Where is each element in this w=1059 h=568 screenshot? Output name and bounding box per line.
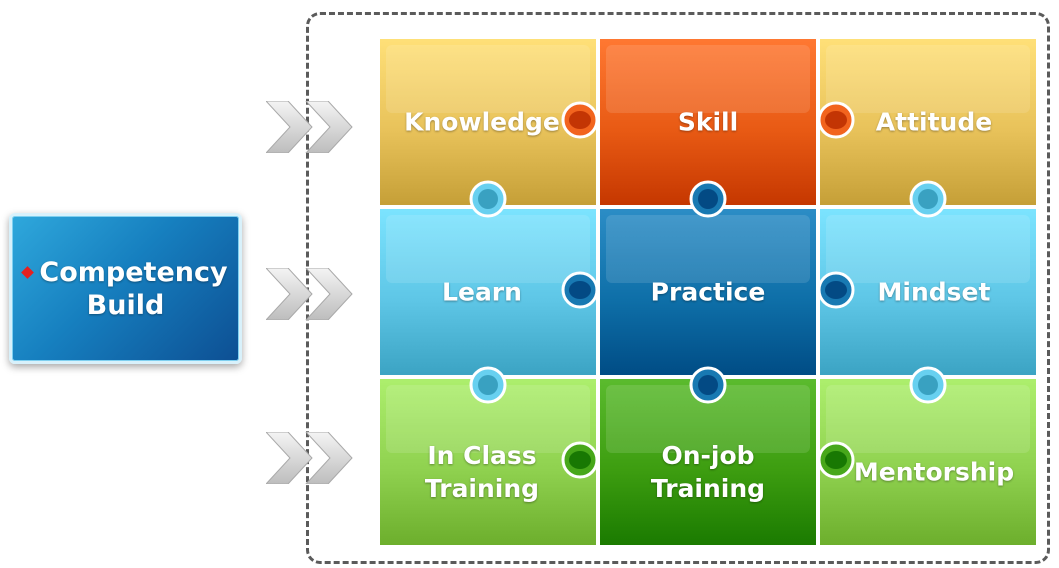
piece-label: Practice [651,276,766,309]
piece-label-line: Knowledge [404,107,560,137]
piece-label-line: Training [650,474,766,503]
puzzle-knob [561,441,599,479]
piece-highlight [826,45,1030,113]
piece-highlight [386,215,590,283]
piece-label-line: On-job [661,441,755,470]
piece-label: Mindset [878,276,991,309]
puzzle-knob [817,441,855,479]
competency-title-line: Competency [21,256,228,289]
puzzle-piece [818,207,1038,377]
piece-label: Learn [442,276,522,309]
puzzle-piece [598,37,818,207]
puzzle-knob [817,101,855,139]
piece-label: Attitude [876,106,992,139]
puzzle-knob [561,271,599,309]
piece-highlight [386,45,590,113]
piece-highlight [826,215,1030,283]
puzzle-piece [378,207,598,377]
puzzle-piece [598,377,818,547]
chevron-arrow-icon [266,101,362,153]
chevron-arrow-icon [266,268,362,320]
piece-label-line: Mindset [877,277,991,307]
puzzle-knob [909,366,947,404]
puzzle-piece [818,377,1038,547]
piece-highlight [386,385,590,453]
puzzle-piece [378,37,598,207]
puzzle-piece [378,377,598,547]
puzzle-piece [818,37,1038,207]
puzzle-knob [817,271,855,309]
piece-label-line: Practice [650,277,766,307]
piece-label-line: In Class [427,441,537,470]
puzzle-knob [909,180,947,218]
piece-highlight [606,385,810,453]
piece-label-line: Mentorship [853,457,1015,487]
piece-highlight [826,385,1030,453]
piece-label-line: Training [424,474,540,503]
puzzle-knob [689,366,727,404]
piece-label: Skill [678,106,738,139]
chevron-arrow-icon [266,432,362,484]
puzzle-knob [469,366,507,404]
puzzle-knob [689,180,727,218]
piece-label-line: Learn [442,277,522,307]
piece-highlight [606,45,810,113]
competency-label: Competency [39,256,228,288]
piece-label: Mentorship [854,456,1014,489]
puzzle-knob [469,180,507,218]
puzzle-knob [561,101,599,139]
piece-label-line: Skill [677,107,739,137]
piece-label-line: Attitude [875,107,993,137]
piece-highlight [606,215,810,283]
dashed-group-frame [306,12,1050,564]
build-label: Build [86,289,165,321]
competency-build-box: Competency Build [9,213,242,364]
red-diamond-icon [21,265,35,279]
piece-label: Knowledge [404,106,560,139]
